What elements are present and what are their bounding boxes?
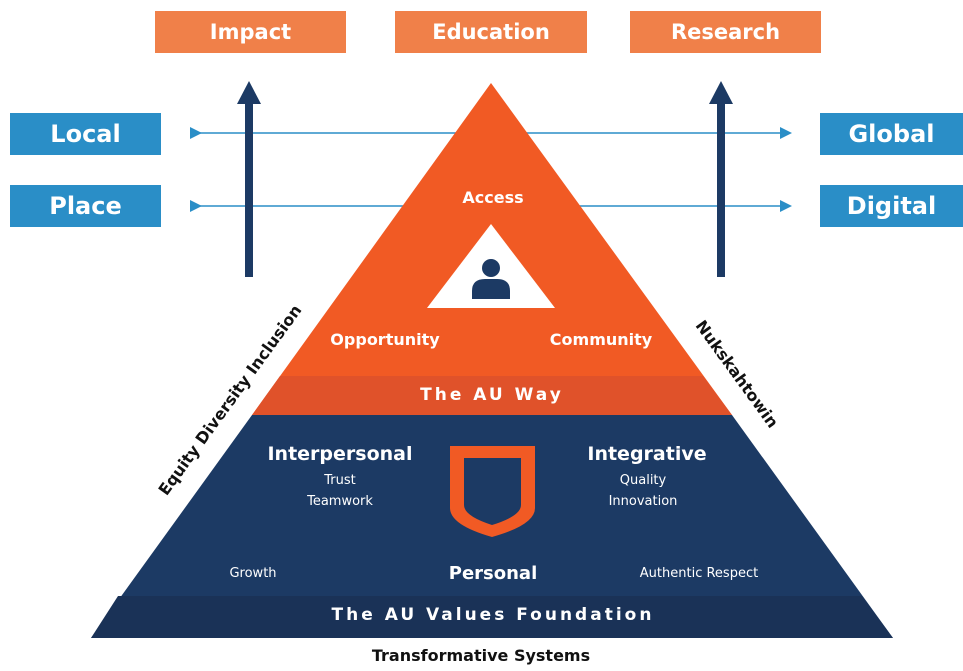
global-box: Global — [820, 113, 963, 155]
community-label: Community — [549, 330, 653, 349]
au-way-band — [252, 376, 732, 415]
transformative-systems-label: Transformative Systems — [371, 646, 591, 665]
values-foundation-label: The AU Values Foundation — [331, 605, 655, 625]
education-label: Education — [432, 20, 550, 44]
global-label: Global — [848, 120, 935, 148]
quality-label: Quality — [619, 473, 667, 488]
innovation-label: Innovation — [608, 494, 678, 509]
local-label: Local — [50, 120, 121, 148]
local-box: Local — [10, 113, 161, 155]
access-label: Access — [462, 188, 524, 207]
au-way-label: The AU Way — [420, 385, 564, 405]
growth-label: Growth — [229, 566, 277, 581]
education-box: Education — [395, 11, 587, 53]
impact-box: Impact — [155, 11, 346, 53]
personal-label: Personal — [448, 563, 538, 584]
interpersonal-heading: Interpersonal — [267, 443, 413, 465]
impact-label: Impact — [209, 20, 292, 44]
right-up-arrow — [709, 81, 733, 277]
digital-label: Digital — [846, 192, 937, 220]
left-up-arrow — [237, 81, 261, 277]
person-icon — [472, 259, 510, 299]
opportunity-label: Opportunity — [330, 330, 440, 349]
values-band — [91, 596, 893, 638]
research-box: Research — [630, 11, 821, 53]
place-box: Place — [10, 185, 161, 227]
digital-box: Digital — [820, 185, 963, 227]
shield-icon — [450, 446, 535, 537]
research-label: Research — [670, 20, 781, 44]
integrative-heading: Integrative — [587, 443, 707, 465]
trust-label: Trust — [324, 473, 356, 488]
teamwork-label: Teamwork — [307, 494, 373, 509]
place-label: Place — [49, 192, 122, 220]
authentic-respect-label: Authentic Respect — [639, 566, 759, 581]
